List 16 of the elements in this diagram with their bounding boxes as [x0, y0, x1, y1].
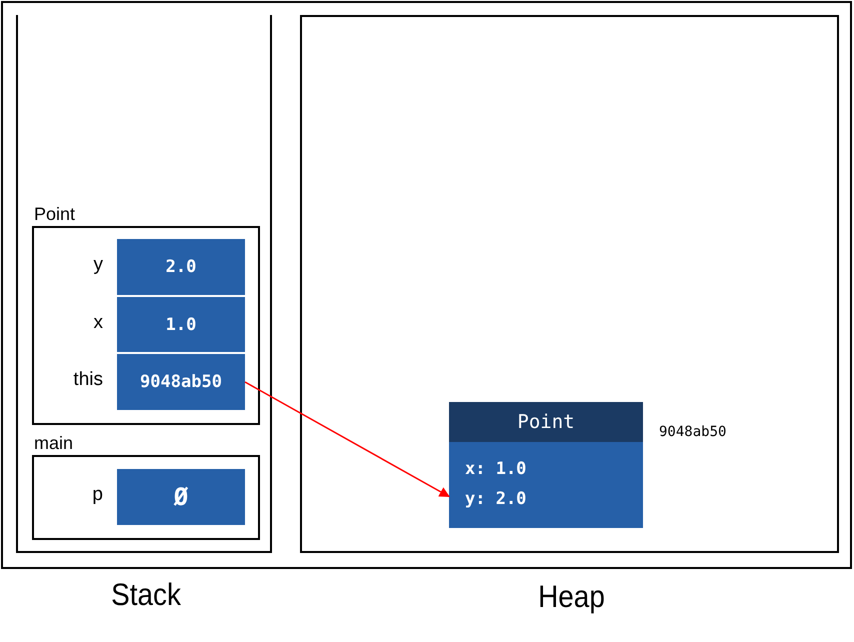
frame-label: main: [34, 433, 74, 454]
value-text: 2.0: [166, 257, 196, 277]
address-label: 9048ab50: [659, 424, 726, 440]
object-header: Point: [449, 402, 643, 442]
panel-heading: Stack: [110, 577, 182, 613]
frame-label: Point: [34, 204, 76, 225]
value-text: Ø: [174, 483, 188, 511]
panel-heading: Heap: [537, 579, 606, 615]
variable-name: this: [73, 369, 103, 391]
object-fields: x: 1.0 y: 2.0: [449, 442, 561, 514]
pointer-arrow: [244, 381, 450, 498]
variable-name: y: [94, 254, 103, 276]
variable-name: x: [94, 312, 103, 334]
value-text: 9048ab50: [140, 372, 222, 392]
value-text: 1.0: [166, 314, 196, 334]
variable-name: p: [92, 484, 103, 506]
